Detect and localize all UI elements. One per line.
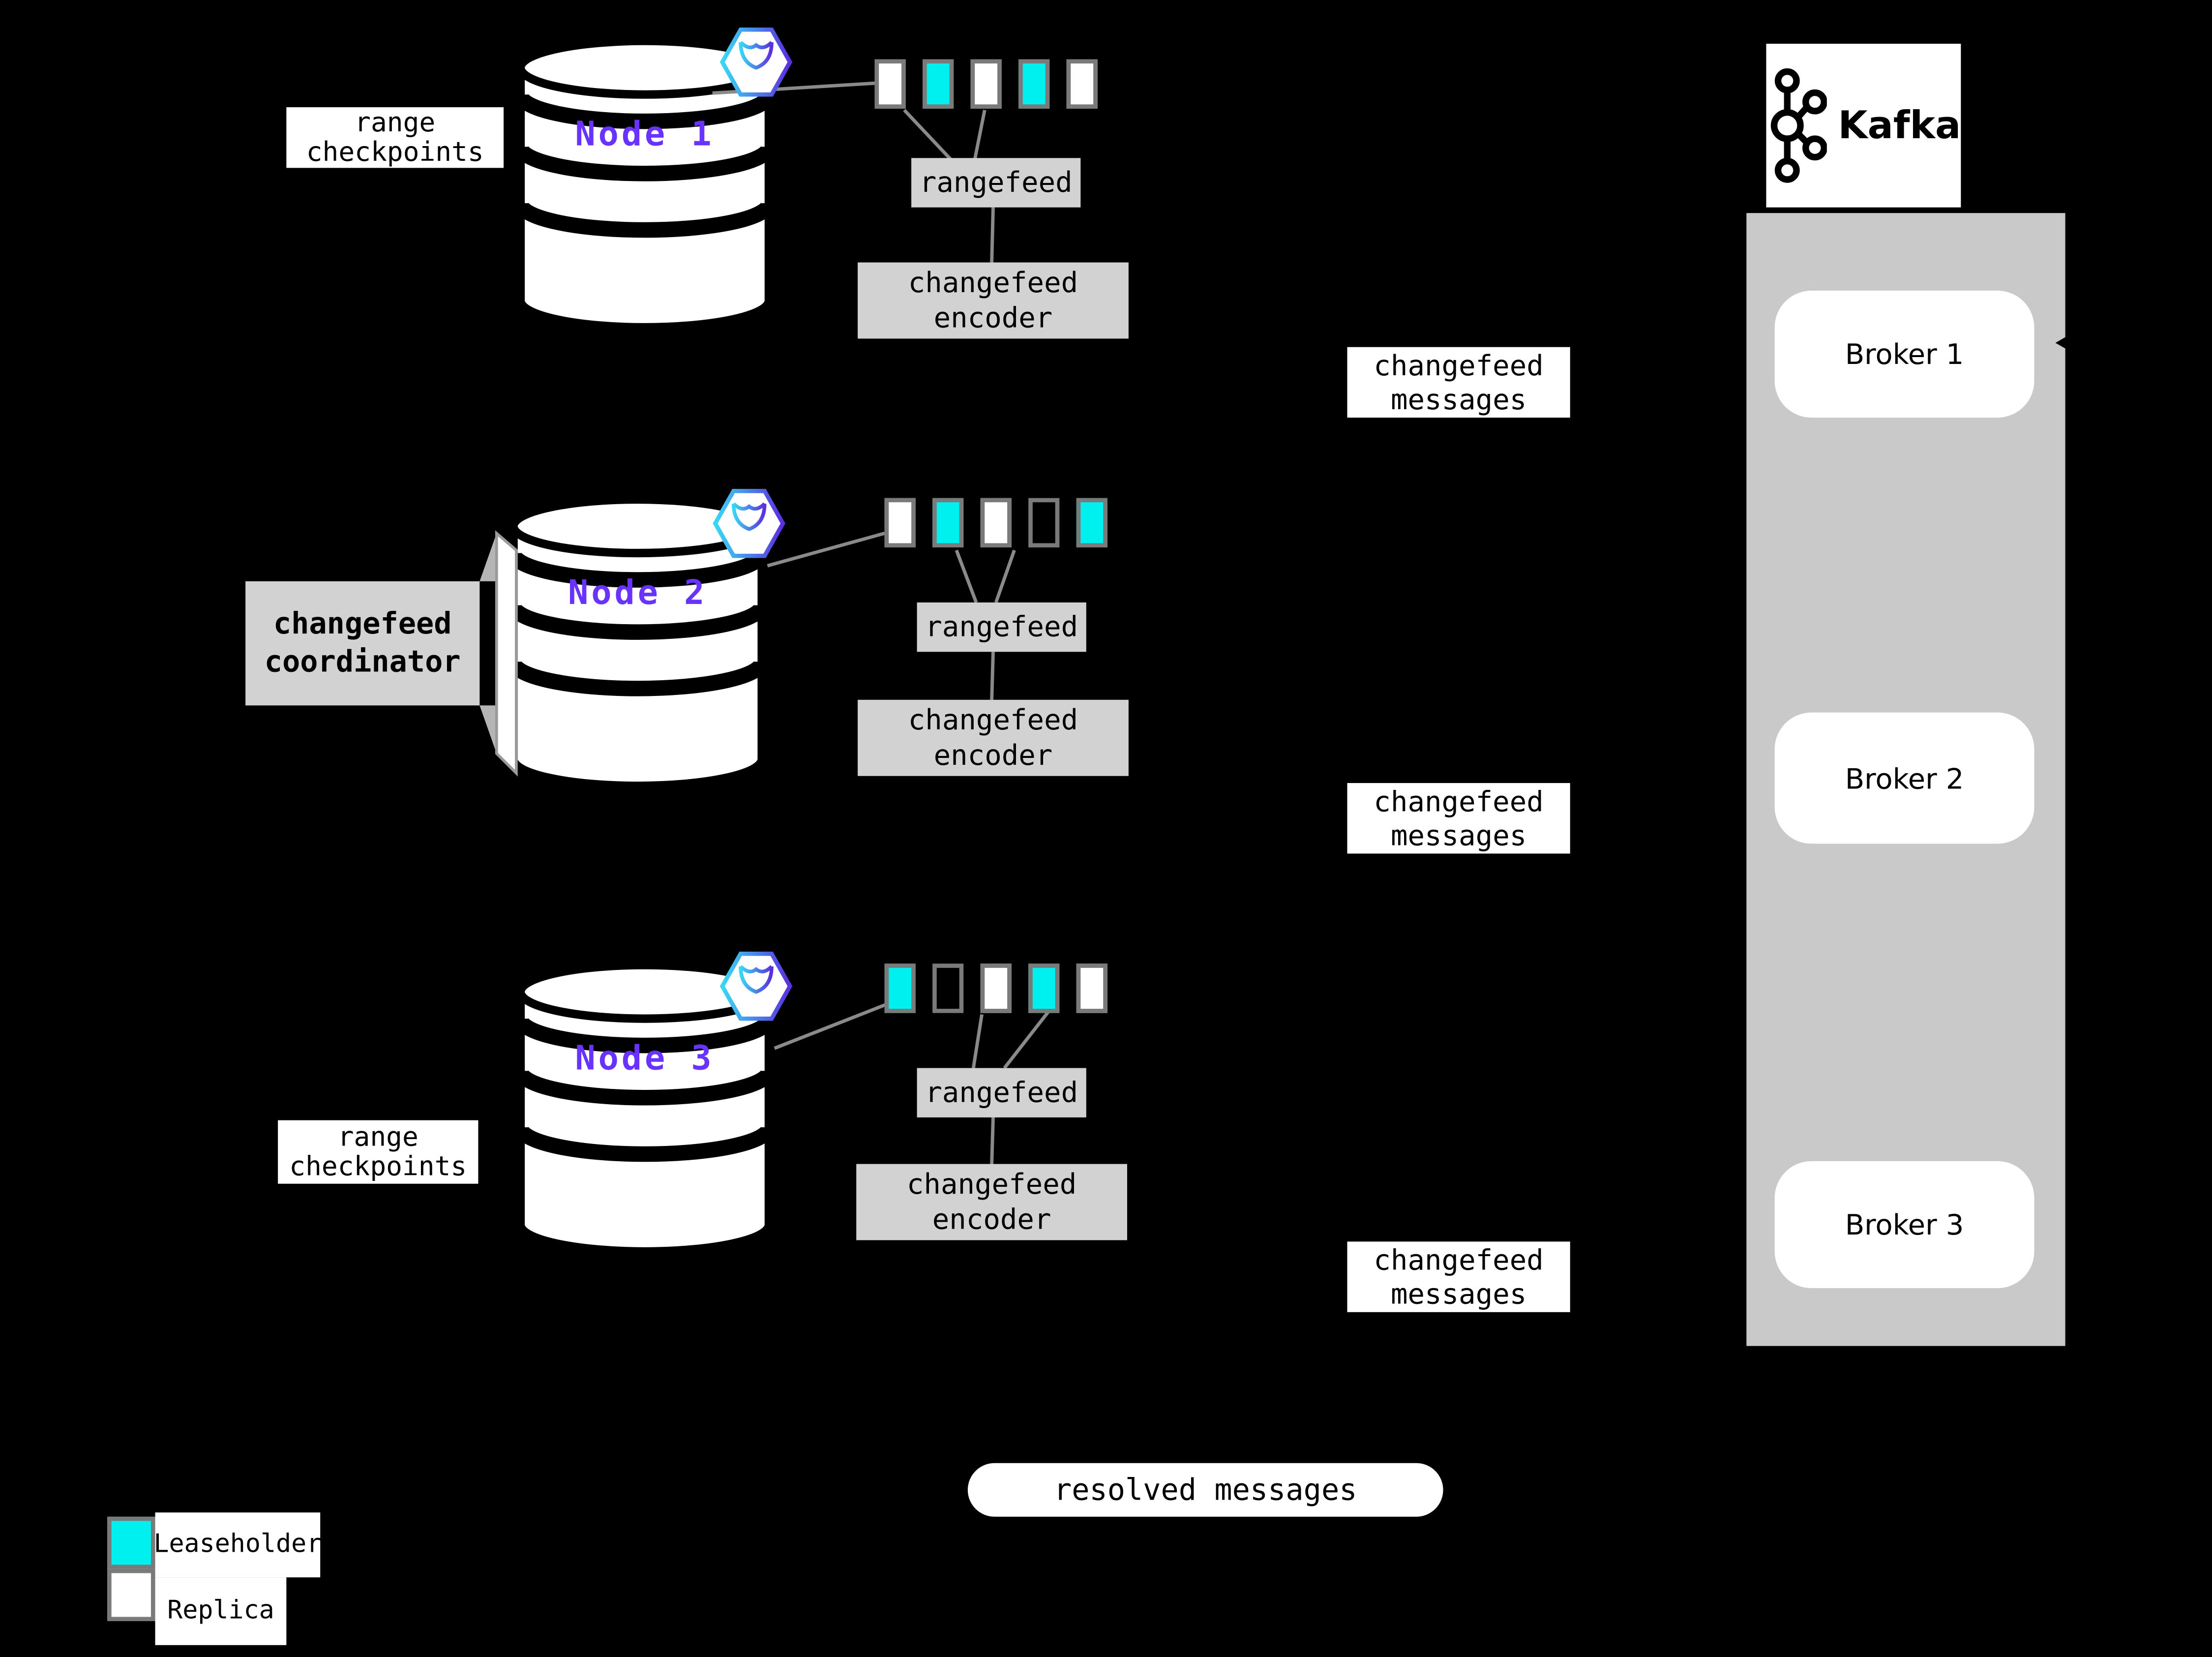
range-square-replica: [874, 59, 906, 109]
node3-rangefeed-box: rangefeed: [917, 1068, 1086, 1117]
node2-database-cylinder: [508, 495, 768, 790]
range-square-empty: [1028, 498, 1060, 548]
node2-changefeed-encoder-box: changefeed encoder: [858, 699, 1129, 776]
node3-changefeed-messages-box: changefeed messages: [1347, 1241, 1570, 1312]
range-square-empty: [932, 964, 964, 1013]
node1-database-cylinder: [515, 36, 775, 332]
cockroachdb-logo-icon: [719, 951, 793, 1021]
node1-label: Node 1: [575, 114, 715, 154]
range-square-leaseholder: [884, 964, 916, 1013]
broker-1-box: Broker 1: [1774, 290, 2034, 418]
node1-rangefeed-box: rangefeed: [911, 158, 1081, 208]
kafka-logo-box: Kafka: [1766, 43, 1961, 208]
node2-rangefeed-box: rangefeed: [917, 602, 1086, 652]
node2-changefeed-messages-box: changefeed messages: [1347, 783, 1570, 854]
kafka-title: Kafka: [1838, 103, 1961, 148]
cockroachdb-logo-icon: [719, 27, 793, 97]
node1-changefeed-encoder-box: changefeed encoder: [858, 262, 1129, 339]
node3-range-checkpoints-box: range checkpoints: [278, 1120, 478, 1184]
range-square-replica: [884, 498, 916, 548]
resolved-messages-pill: resolved messages: [967, 1463, 1443, 1517]
range-square-replica: [1066, 59, 1098, 109]
node1-changefeed-messages-box: changefeed messages: [1347, 347, 1570, 418]
legend-leaseholder-swatch: [107, 1516, 155, 1569]
broker-2-box: Broker 2: [1774, 712, 2034, 844]
node2-label: Node 2: [568, 572, 708, 612]
changefeed-coordinator-box: changefeed coordinator: [245, 581, 480, 706]
range-square-leaseholder: [1028, 964, 1060, 1013]
node3-label: Node 3: [575, 1038, 715, 1078]
range-square-leaseholder: [932, 498, 964, 548]
node1-ranges: [874, 59, 1098, 109]
range-square-leaseholder: [1076, 498, 1107, 548]
node1-range-checkpoints-box: range checkpoints: [286, 107, 504, 168]
broker-3-box: Broker 3: [1774, 1161, 2034, 1289]
range-square-replica: [980, 498, 1012, 548]
range-square-leaseholder: [1018, 59, 1050, 109]
node2-ranges: [884, 498, 1107, 548]
kafka-icon: [1770, 68, 1827, 183]
range-square-replica: [1076, 964, 1107, 1013]
range-square-replica: [980, 964, 1012, 1013]
range-square-replica: [970, 59, 1002, 109]
node3-database-cylinder: [515, 961, 775, 1256]
range-square-leaseholder: [923, 59, 954, 109]
node3-changefeed-encoder-box: changefeed encoder: [856, 1164, 1128, 1240]
cockroachdb-logo-icon: [713, 488, 786, 558]
node3-ranges: [884, 964, 1107, 1013]
legend-replica-swatch: [107, 1568, 155, 1622]
legend-leaseholder-label: Leaseholder: [153, 1512, 322, 1578]
message-arrowhead-icon: [2055, 331, 2075, 355]
legend-replica-label: Replica: [155, 1577, 287, 1645]
